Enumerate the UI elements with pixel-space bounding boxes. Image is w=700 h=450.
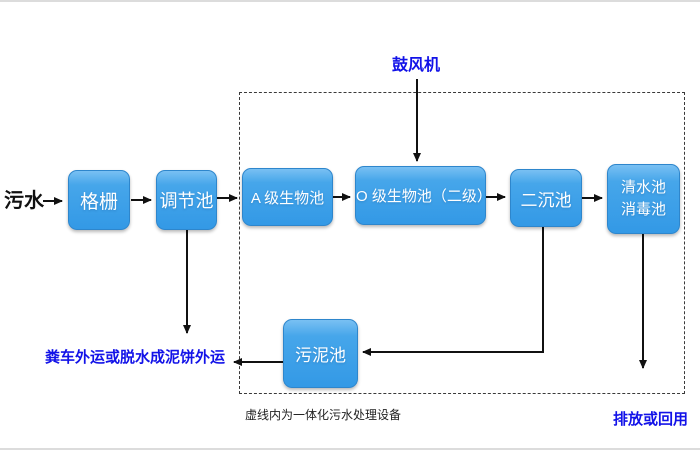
discharge-reuse-label: 排放或回用 bbox=[613, 411, 689, 428]
blower-label: 鼓风机 bbox=[392, 57, 441, 74]
dashed-box-caption: 虚线内为一体化污水处理设备 bbox=[245, 408, 402, 422]
node-clean-water-disinfection-tank: 清水池 消毒池 bbox=[607, 164, 680, 234]
node-regulating-label: 调节池 bbox=[159, 191, 214, 211]
dashed-equipment-boundary bbox=[239, 92, 685, 394]
node-a-bio-label: A 级生物池 bbox=[250, 189, 325, 207]
node-regulating-tank: 调节池 bbox=[156, 170, 217, 230]
node-sludge-label: 污泥池 bbox=[295, 346, 346, 365]
node-secondary-sed-label: 二沉池 bbox=[520, 190, 572, 210]
node-a-level-bio-tank: A 级生物池 bbox=[242, 168, 333, 226]
node-o-bio-label: O 级生物池（二级） bbox=[356, 188, 492, 205]
node-o-level-bio-tank: O 级生物池（二级） bbox=[355, 166, 492, 225]
sludge-disposal-label: 粪车外运或脱水成泥饼外运 bbox=[45, 349, 226, 366]
node-grid-label: 格栅 bbox=[79, 191, 118, 213]
node-grid: 格栅 bbox=[68, 170, 130, 230]
node-clean-water-label: 清水池 消毒池 bbox=[620, 178, 666, 219]
node-secondary-sedimentation-tank: 二沉池 bbox=[510, 169, 582, 227]
influent-label: 污水 bbox=[4, 190, 44, 212]
node-sludge-tank: 污泥池 bbox=[283, 319, 358, 388]
